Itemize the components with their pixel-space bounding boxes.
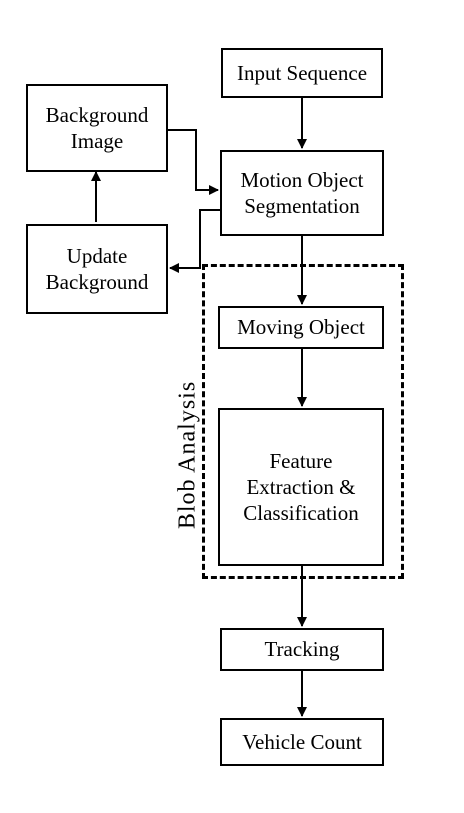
tracking-node: Tracking xyxy=(220,628,384,671)
edge-background-to-motion xyxy=(168,129,219,195)
moving-object-node: Moving Object xyxy=(218,306,384,349)
input-sequence-node: Input Sequence xyxy=(221,48,383,98)
edge-motion-to-update xyxy=(169,209,220,273)
blob-analysis-label: Blob Analysis xyxy=(174,377,202,533)
vehicle-count-node: Vehicle Count xyxy=(220,718,384,766)
motion-object-segmentation-node: Motion Object Segmentation xyxy=(220,150,384,236)
blob-analysis-region xyxy=(202,264,404,579)
background-image-node: Background Image xyxy=(26,84,168,172)
feature-extraction-node: Feature Extraction & Classification xyxy=(218,408,384,566)
update-background-node: Update Background xyxy=(26,224,168,314)
